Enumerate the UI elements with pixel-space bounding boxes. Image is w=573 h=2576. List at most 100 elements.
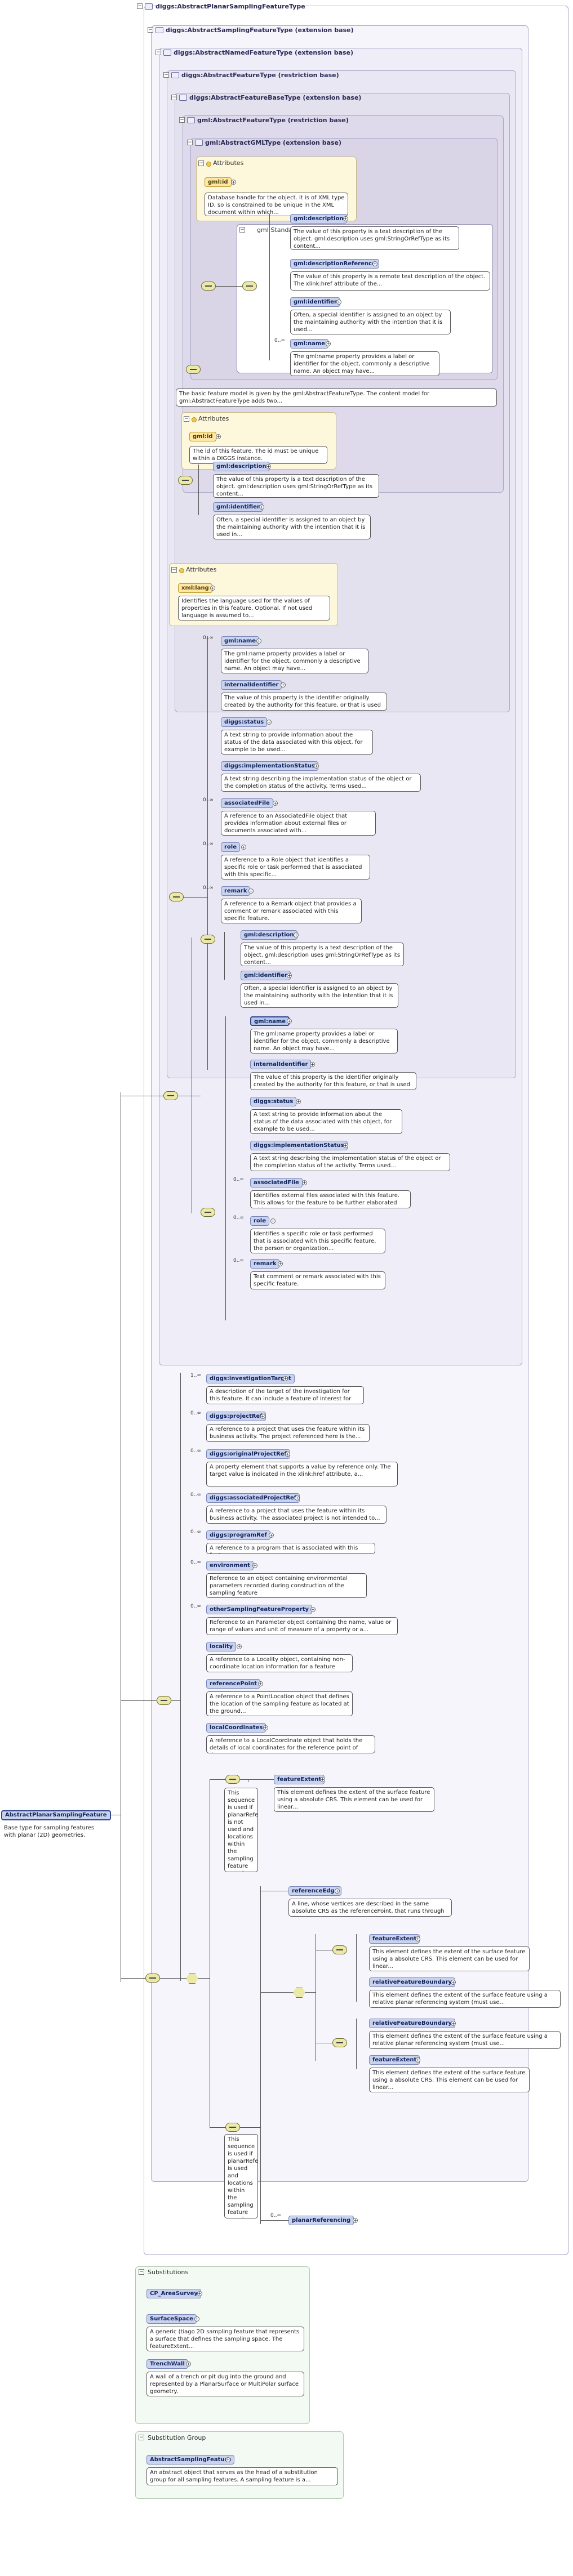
- attribute-gml-id[interactable]: gml:id: [189, 432, 216, 441]
- collapse-toggle[interactable]: −: [184, 416, 189, 422]
- expand-icon[interactable]: +: [260, 1414, 265, 1419]
- expand-icon[interactable]: +: [273, 801, 278, 806]
- element-local-coordinates[interactable]: localCoordinates: [206, 1723, 266, 1733]
- collapse-toggle[interactable]: −: [156, 50, 161, 55]
- element-internal-identifier[interactable]: internalIdentifier: [250, 1060, 312, 1069]
- element-feature-extent[interactable]: featureExtent: [274, 1775, 325, 1784]
- element-role[interactable]: role: [221, 842, 241, 852]
- element-gml-name[interactable]: gml:name: [221, 636, 260, 646]
- element-planar-referencing[interactable]: planarReferencing: [288, 2216, 354, 2225]
- expand-icon[interactable]: +: [231, 180, 236, 185]
- expand-icon[interactable]: +: [263, 1725, 268, 1730]
- element-other-sampling-feature-property[interactable]: otherSamplingFeatureProperty: [206, 1605, 313, 1614]
- expand-icon[interactable]: +: [343, 216, 348, 221]
- expand-icon[interactable]: +: [216, 434, 221, 439]
- collapse-toggle[interactable]: −: [187, 140, 193, 145]
- expand-icon[interactable]: +: [258, 1681, 263, 1686]
- expand-icon[interactable]: +: [194, 2316, 199, 2321]
- root-element[interactable]: AbstractPlanarSamplingFeature: [1, 1810, 111, 1820]
- element-gml-identifier[interactable]: gml:identifier: [241, 971, 291, 980]
- expand-icon[interactable]: +: [266, 720, 272, 725]
- expand-icon[interactable]: +: [287, 973, 292, 978]
- expand-icon[interactable]: +: [310, 1062, 315, 1067]
- attribute-gml-id[interactable]: gml:id: [205, 177, 232, 187]
- expand-icon[interactable]: +: [343, 1143, 348, 1148]
- collapse-toggle[interactable]: −: [137, 3, 143, 9]
- expand-icon[interactable]: +: [415, 2057, 420, 2062]
- element-diggs-implementation-status[interactable]: diggs:implementationStatus: [221, 761, 318, 771]
- expand-icon[interactable]: +: [336, 300, 341, 305]
- expand-icon[interactable]: +: [372, 261, 377, 266]
- substitution-cp-area-survey[interactable]: CP_AreaSurvey: [146, 2289, 201, 2298]
- element-locality[interactable]: locality: [206, 1642, 237, 1651]
- element-relative-feature-boundary[interactable]: relativeFeatureBoundary: [369, 2019, 456, 2028]
- expand-icon[interactable]: +: [326, 341, 331, 346]
- expand-icon[interactable]: +: [252, 1563, 257, 1568]
- element-internal-identifier[interactable]: internalIdentifier: [221, 680, 282, 690]
- collapse-toggle[interactable]: −: [171, 95, 177, 100]
- expand-icon[interactable]: +: [310, 1607, 316, 1612]
- collapse-toggle[interactable]: −: [148, 27, 153, 33]
- expand-icon[interactable]: +: [269, 1533, 274, 1538]
- element-gml-name[interactable]: gml:name: [250, 1016, 290, 1026]
- element-feature-extent[interactable]: featureExtent: [369, 1934, 420, 1944]
- expand-icon[interactable]: +: [287, 1019, 292, 1024]
- expand-icon[interactable]: +: [451, 2021, 456, 2026]
- element-gml-description-reference[interactable]: gml:descriptionReference: [290, 259, 379, 269]
- collapse-toggle[interactable]: −: [139, 2269, 144, 2275]
- element-diggs-status[interactable]: diggs:status: [221, 717, 268, 727]
- attribute-xml-lang[interactable]: xml:lang: [178, 583, 212, 593]
- element-investigation-target[interactable]: diggs:investigationTarget: [206, 1374, 295, 1383]
- element-gml-name[interactable]: gml:name: [290, 339, 329, 349]
- element-program-ref[interactable]: diggs:programRef: [206, 1530, 270, 1540]
- expand-icon[interactable]: +: [210, 586, 215, 591]
- element-relative-feature-boundary[interactable]: relativeFeatureBoundary: [369, 1977, 456, 1987]
- expand-icon[interactable]: +: [237, 1644, 242, 1649]
- element-role[interactable]: role: [250, 1216, 270, 1226]
- expand-icon[interactable]: +: [353, 2218, 358, 2223]
- collapse-toggle[interactable]: −: [179, 117, 185, 123]
- element-gml-description[interactable]: gml:description: [241, 930, 297, 940]
- expand-icon[interactable]: +: [295, 1495, 300, 1501]
- collapse-toggle[interactable]: −: [198, 160, 204, 166]
- element-diggs-implementation-status[interactable]: diggs:implementationStatus: [250, 1141, 348, 1150]
- element-associated-project-ref[interactable]: diggs:associatedProjectRef: [206, 1493, 300, 1503]
- element-feature-extent[interactable]: featureExtent: [369, 2055, 420, 2065]
- expand-icon[interactable]: +: [314, 764, 319, 769]
- element-reference-point[interactable]: referencePoint: [206, 1679, 260, 1689]
- expand-icon[interactable]: +: [266, 464, 271, 469]
- expand-icon[interactable]: +: [248, 889, 254, 894]
- expand-icon[interactable]: +: [335, 1889, 340, 1894]
- expand-icon[interactable]: +: [256, 639, 261, 644]
- element-associated-file[interactable]: associatedFile: [250, 1178, 303, 1187]
- collapse-toggle[interactable]: −: [171, 567, 177, 573]
- substitution-group-head[interactable]: AbstractSamplingFeature: [146, 2455, 235, 2465]
- expand-icon[interactable]: +: [278, 1261, 283, 1266]
- expand-icon[interactable]: +: [270, 1218, 276, 1224]
- substitution-trench-wall[interactable]: TrenchWall: [146, 2359, 188, 2369]
- element-remark[interactable]: remark: [221, 886, 251, 896]
- collapse-toggle[interactable]: −: [239, 227, 245, 233]
- expand-icon[interactable]: +: [241, 845, 246, 850]
- element-gml-description[interactable]: gml:description: [290, 214, 347, 224]
- expand-icon[interactable]: +: [281, 682, 286, 687]
- element-gml-description[interactable]: gml:description: [213, 462, 270, 471]
- expand-icon[interactable]: +: [294, 932, 299, 937]
- element-associated-file[interactable]: associatedFile: [221, 798, 273, 808]
- element-gml-identifier[interactable]: gml:identifier: [213, 502, 263, 512]
- collapse-toggle[interactable]: −: [139, 2435, 144, 2440]
- expand-icon[interactable]: +: [320, 1777, 325, 1782]
- element-project-ref[interactable]: diggs:projectRef: [206, 1412, 266, 1421]
- collapse-toggle[interactable]: −: [163, 72, 169, 78]
- expand-icon[interactable]: +: [259, 505, 264, 510]
- element-diggs-status[interactable]: diggs:status: [250, 1097, 297, 1106]
- element-gml-identifier[interactable]: gml:identifier: [290, 297, 340, 307]
- element-environment[interactable]: environment: [206, 1561, 254, 1570]
- expand-icon[interactable]: +: [283, 1376, 288, 1381]
- element-original-project-ref[interactable]: diggs:originalProjectRef: [206, 1449, 290, 1459]
- expand-icon[interactable]: +: [225, 2457, 230, 2462]
- expand-icon[interactable]: +: [302, 1180, 307, 1185]
- substitution-surface-space[interactable]: SurfaceSpace: [146, 2314, 197, 2324]
- expand-icon[interactable]: +: [296, 1099, 301, 1104]
- expand-icon[interactable]: +: [451, 1980, 456, 1985]
